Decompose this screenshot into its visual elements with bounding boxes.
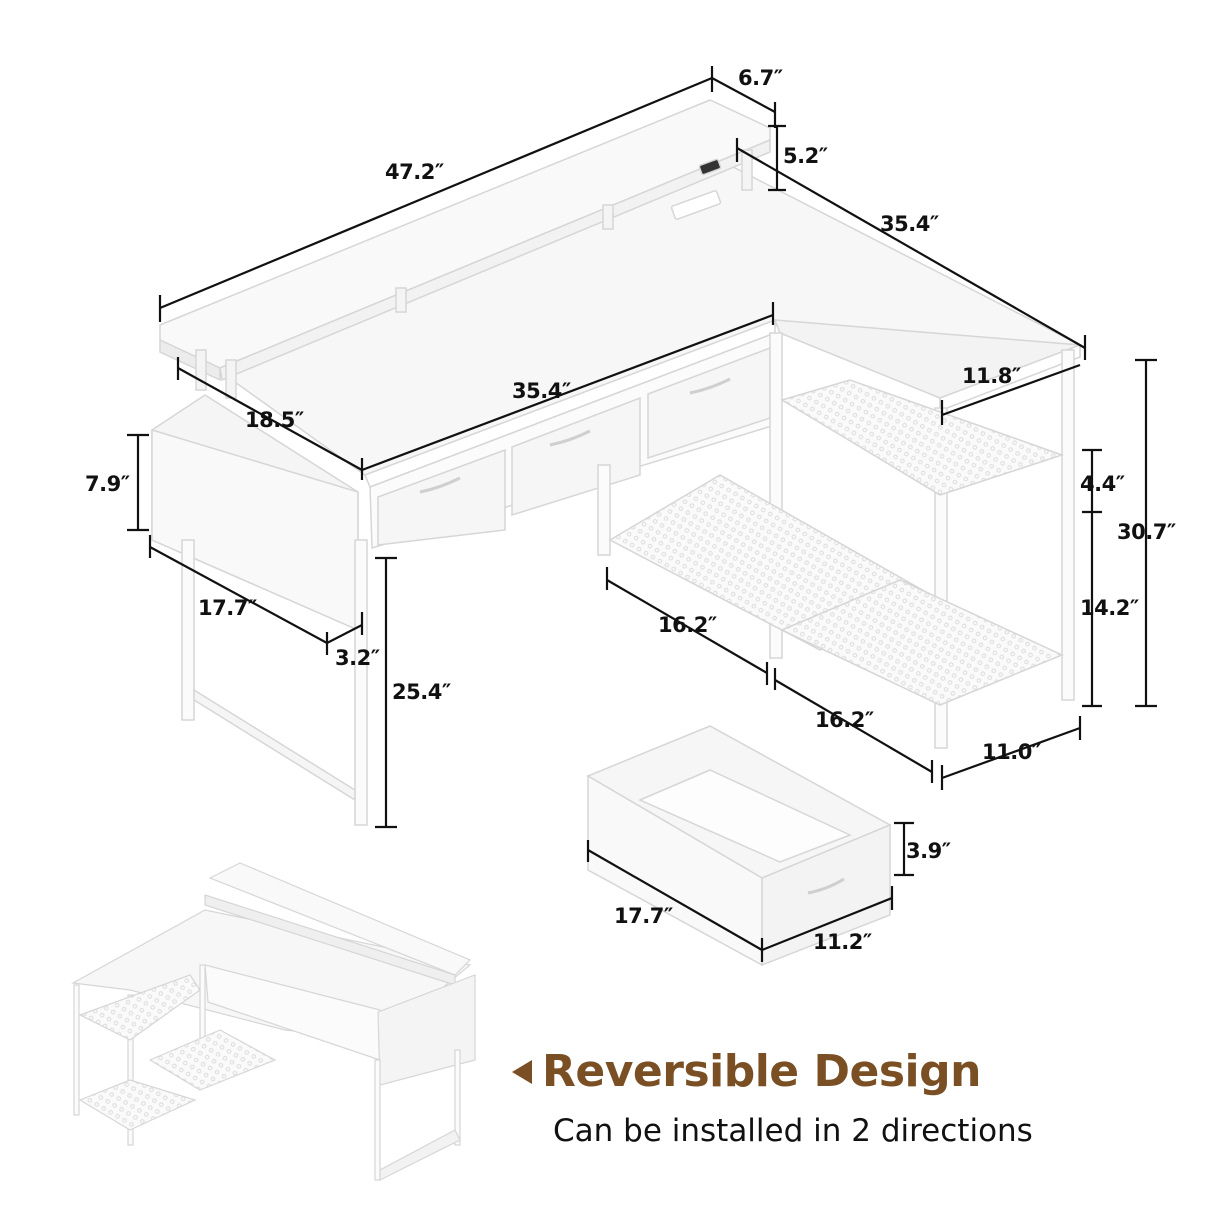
dim-monitor-stand-height: 5.2″ xyxy=(783,144,828,168)
drawer-illustration xyxy=(586,725,892,967)
dim-shelf-lower-gap: 14.2″ xyxy=(1080,596,1139,620)
dim-pouch-height: 7.9″ xyxy=(85,472,130,496)
dim-desk-front-width: 35.4″ xyxy=(512,379,571,403)
dim-return-width: 11.8″ xyxy=(962,364,1021,388)
dim-desk-depth-left: 18.5″ xyxy=(245,408,304,432)
dim-shelf-unit-depth: 11.0″ xyxy=(982,740,1041,764)
reversed-desk-thumbnail xyxy=(71,862,476,1181)
dim-monitor-stand-depth: 6.7″ xyxy=(738,66,783,90)
dim-shelf-top-gap: 4.4″ xyxy=(1080,472,1125,496)
triangle-left-icon xyxy=(512,1059,532,1084)
dim-under-desk-span-1: 16.2″ xyxy=(658,613,717,637)
feature-title: Reversible Design xyxy=(542,1046,981,1097)
dim-pouch-length: 17.7″ xyxy=(198,596,257,620)
dim-under-desk-span-2: 16.2″ xyxy=(815,708,874,732)
dim-drawer-height: 3.9″ xyxy=(906,839,951,863)
feature-subtitle: Can be installed in 2 directions xyxy=(553,1113,1033,1149)
dim-monitor-stand-length: 47.2″ xyxy=(385,160,444,184)
dim-leg-clearance-height: 25.4″ xyxy=(392,680,451,704)
dim-drawer-width: 11.2″ xyxy=(813,930,872,954)
dimension-lines xyxy=(127,66,1157,962)
dim-pouch-depth: 3.2″ xyxy=(335,646,380,670)
dim-desk-long-side: 35.4″ xyxy=(880,212,939,236)
dim-drawer-length: 17.7″ xyxy=(614,904,673,928)
feature-headline: Reversible Design xyxy=(512,1046,981,1097)
main-desk xyxy=(151,99,1082,826)
dim-total-height: 30.7″ xyxy=(1117,520,1176,544)
